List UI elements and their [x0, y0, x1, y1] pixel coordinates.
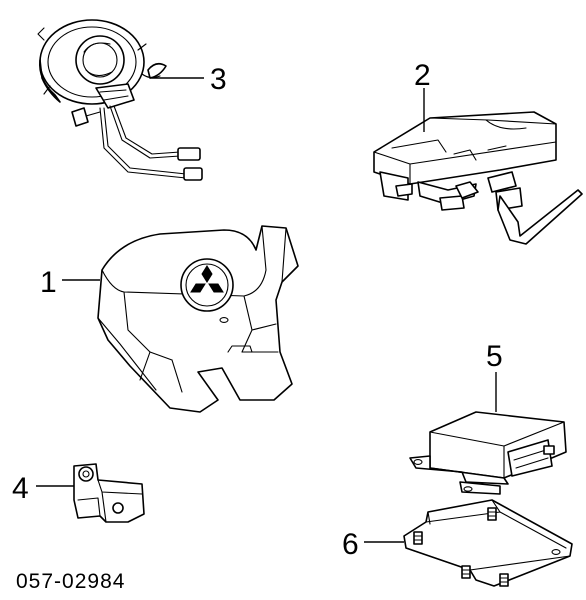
part-2-passenger-airbag: [373, 88, 583, 245]
callout-3: 3: [210, 63, 227, 96]
stud-bolts: [413, 507, 509, 587]
part-4-impact-sensor: [36, 463, 145, 523]
callout-4: 4: [12, 472, 29, 505]
part-5-srs-control-unit: [409, 372, 567, 495]
callout-5: 5: [486, 340, 503, 373]
callout-6: 6: [342, 528, 359, 561]
callout-2: 2: [414, 59, 431, 92]
part-6-mounting-bracket: [364, 499, 573, 587]
part-1-driver-airbag: [62, 225, 299, 413]
callout-1: 1: [40, 266, 57, 299]
part-3-clock-spring: [37, 19, 204, 181]
three-diamond-emblem-icon: [190, 265, 224, 293]
reference-code: 057-02984: [16, 570, 125, 593]
